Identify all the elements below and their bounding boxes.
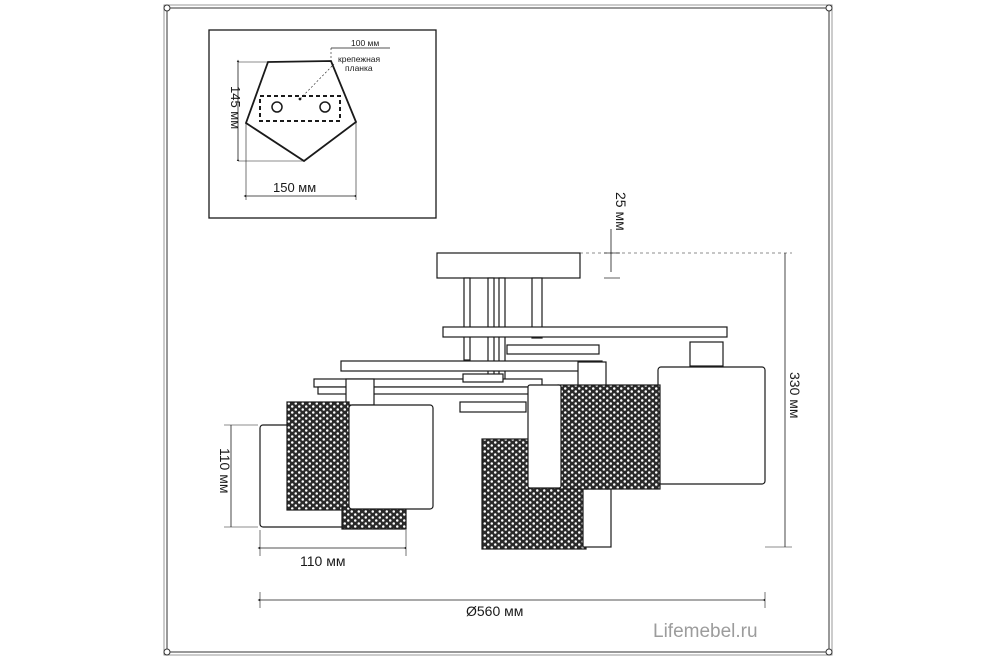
top-offset-label: 25 мм — [613, 192, 629, 231]
arm — [462, 373, 504, 383]
socket — [577, 361, 607, 387]
rod — [531, 277, 543, 339]
mesh-shade — [286, 401, 350, 511]
shade-height-label: 110 мм — [217, 448, 233, 493]
mesh-shade — [341, 506, 407, 530]
screw-hole-left — [271, 101, 283, 113]
inset-base-width-label: 150 мм — [273, 180, 316, 195]
socket — [345, 378, 375, 406]
inset-plate-label-line1: крепежная — [338, 54, 381, 64]
inset-plate-label-line2: планка — [345, 63, 373, 73]
glass-shade — [348, 404, 434, 510]
arm — [506, 344, 600, 355]
diameter-label: Ø560 мм — [466, 603, 523, 619]
outer-frame — [163, 4, 833, 656]
inset-panel: 100 мм крепежная планка 145 мм 150 мм — [208, 29, 437, 219]
pentagon-base — [244, 60, 358, 163]
canopy — [436, 252, 581, 279]
shade-width-label: 110 мм — [300, 553, 345, 569]
arm — [340, 360, 603, 372]
inset-width-label: 100 мм — [351, 38, 379, 48]
mounting-plate — [259, 95, 341, 122]
socket — [689, 341, 724, 367]
glass-shade — [582, 488, 612, 548]
rod — [463, 277, 471, 361]
inset-height-label: 145 мм — [228, 86, 243, 129]
arm — [442, 326, 728, 338]
screw-hole-right — [319, 101, 331, 113]
mesh-shade — [557, 384, 661, 490]
glass-shade — [527, 384, 562, 489]
watermark-text: Lifemebel.ru — [653, 621, 758, 642]
arm — [459, 401, 527, 413]
lamp-body — [259, 252, 766, 550]
total-height-label: 330 мм — [787, 372, 803, 419]
main-dimensions — [224, 229, 792, 608]
glass-shade — [657, 366, 766, 485]
